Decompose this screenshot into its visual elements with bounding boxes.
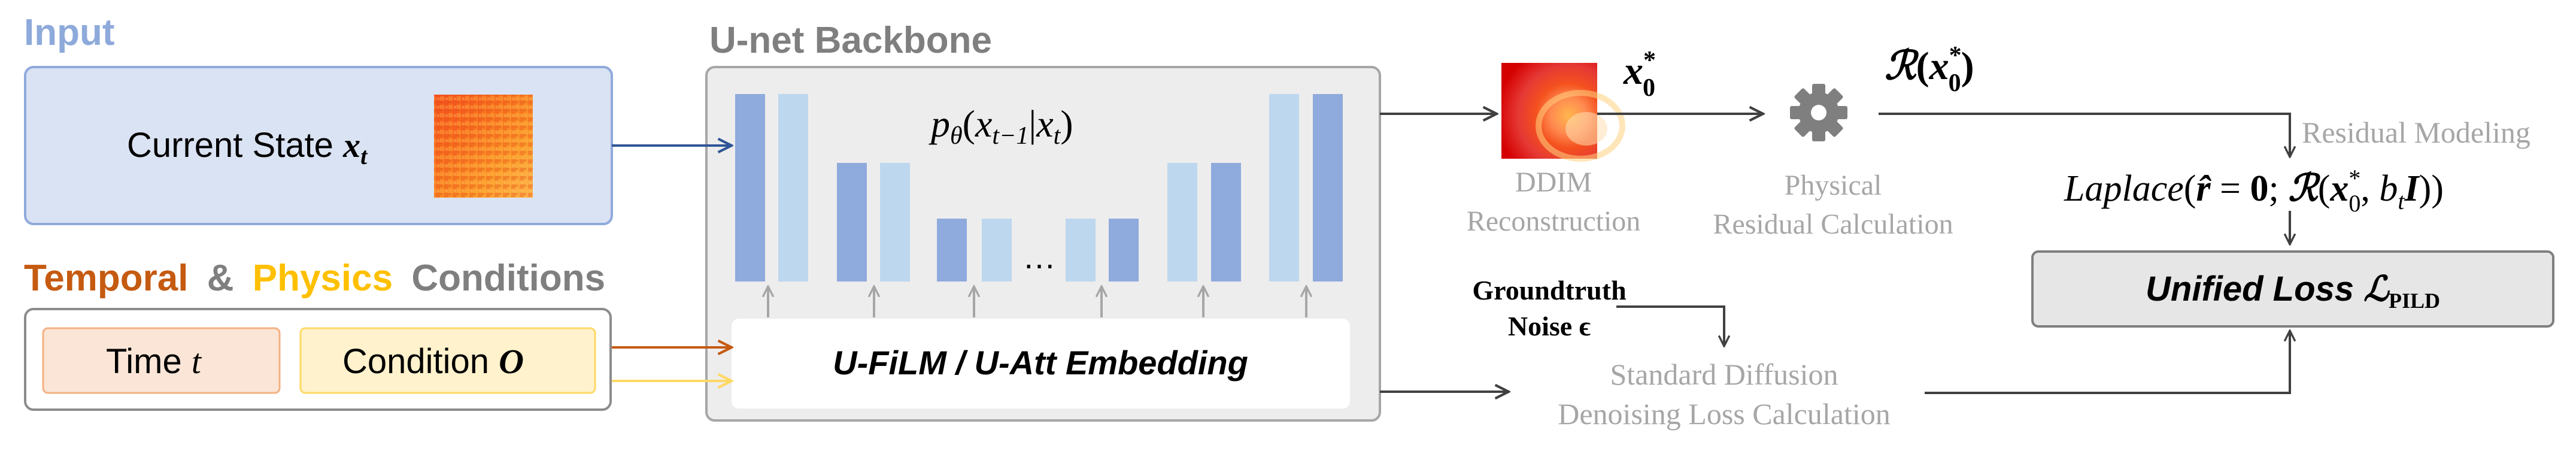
gear-icon (1790, 84, 1847, 141)
ddim-caption: DDIM (1515, 167, 1592, 198)
unet-bars (735, 94, 1343, 282)
current-state-label: Current State xt (127, 126, 368, 169)
amp-word: & (207, 258, 234, 299)
conditions-word: Conditions (411, 258, 605, 299)
unet-bar-enc3-dark (937, 219, 967, 282)
unified-loss-label: Unified Loss ℒPILD (2146, 270, 2440, 313)
residual-path-arrow (1879, 113, 2290, 157)
unet-bar-dec2-light (1167, 163, 1197, 282)
unet-bar-dec2-dark (1211, 163, 1241, 282)
condition-label: Condition O (342, 342, 524, 381)
unet-probability-expression: pθ(xt−1|xt) (929, 102, 1073, 150)
physics-word: Physics (253, 258, 393, 299)
condition-box (299, 327, 596, 394)
embedding-box (732, 319, 1350, 408)
unet-bar-enc1-dark (735, 94, 765, 282)
unet-bar-enc1-light (778, 94, 808, 282)
groundtruth-to-std-arrow (1616, 305, 1724, 346)
unet-bar-dec3-light (1066, 219, 1096, 282)
residual-modeling-label: Residual Modeling (2302, 116, 2531, 149)
unified-loss-box (2031, 250, 2554, 328)
physics-caption: Physical (1785, 169, 1882, 201)
embedding-label: U-FiLM / U-Att Embedding (833, 344, 1248, 382)
residual-r-label: ℛ(x*0) (1885, 42, 1974, 97)
unet-bar-dec3-dark (1109, 219, 1139, 282)
ddim-caption-line2: Reconstruction (1467, 205, 1641, 237)
unet-bar-dec1-light (1269, 94, 1299, 282)
unet-ellipsis: … (1022, 238, 1056, 276)
groundtruth-label-line2: Noise ϵ (1508, 311, 1591, 341)
ddim-thumbnail (1501, 63, 1625, 162)
std-to-loss-arrow (1925, 331, 2290, 394)
time-box (42, 327, 281, 394)
heatmap-thumbnail (434, 95, 533, 198)
x0-star-label: x*0 (1623, 47, 1656, 102)
laplace-expression: Laplace(r̂ = 0; ℛ(x*0, btI)) (2064, 165, 2444, 217)
physics-caption-line2: Residual Calculation (1713, 208, 1953, 240)
time-label: Time t (106, 342, 202, 381)
std-diffusion-caption-line2: Denoising Loss Calculation (1558, 397, 1891, 431)
std-diffusion-caption: Standard Diffusion (1610, 358, 1838, 391)
unet-bar-enc2-light (880, 163, 910, 282)
unet-bar-dec1-dark (1313, 94, 1343, 282)
conditions-section-title: Temporal & Physics Conditions (24, 258, 605, 299)
groundtruth-label: Groundtruth (1472, 275, 1626, 305)
unet-bar-enc2-dark (837, 163, 867, 282)
unet-bar-enc3-light (982, 219, 1012, 282)
input-section-title: Input (24, 12, 115, 53)
embedding-up-arrows (768, 286, 1306, 317)
backbone-section-title: U-net Backbone (709, 20, 992, 61)
temporal-word: Temporal (24, 258, 188, 299)
